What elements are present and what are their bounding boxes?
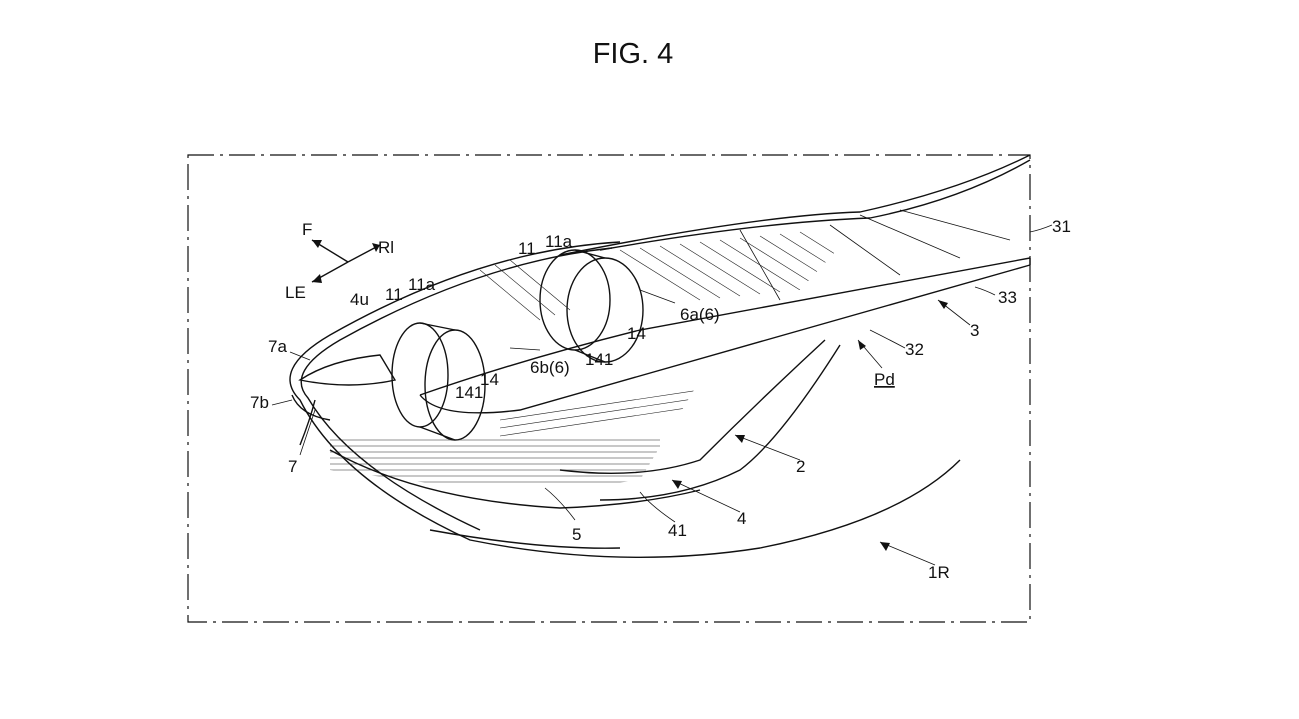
blade-top-sheet: [559, 154, 1031, 256]
figure-title: FIG. 4: [592, 38, 674, 70]
body-4: [599, 344, 841, 501]
roller-left: [391, 322, 486, 441]
hatching-upper: [479, 231, 860, 321]
component-7-curve: [299, 399, 316, 446]
label-33: 33: [998, 288, 1017, 307]
label-11-right: 11: [518, 239, 536, 258]
component-7a: [298, 354, 397, 386]
label-4u: 4u: [350, 290, 369, 309]
body-41: [329, 449, 701, 509]
label-31: 31: [1052, 217, 1071, 236]
body-2: [559, 339, 826, 475]
outer-shell: [289, 241, 961, 558]
leader-lines: [271, 224, 1053, 566]
label-5: 5: [572, 525, 581, 544]
label-4: 4: [737, 509, 746, 528]
label-Rl: Rl: [378, 238, 394, 257]
label-LE: LE: [285, 283, 306, 302]
blade-lower-surface: [419, 264, 1031, 414]
label-11a-left: 11a: [408, 275, 436, 294]
frame-border: [187, 154, 1031, 623]
label-7b: 7b: [250, 393, 269, 412]
label-14-left: 14: [480, 370, 499, 389]
shell-bottom-line: [429, 529, 621, 549]
label-32: 32: [905, 340, 924, 359]
blade-panel-lines: [739, 209, 1011, 301]
label-7: 7: [288, 457, 297, 476]
label-F: F: [302, 220, 312, 239]
hatching-lower: [330, 389, 700, 483]
label-41: 41: [668, 521, 687, 540]
label-11-left: 11: [385, 285, 403, 304]
label-1R: 1R: [928, 563, 950, 582]
label-Pd: Pd: [874, 370, 895, 389]
component-7b: [291, 394, 331, 421]
label-2: 2: [796, 457, 805, 476]
label-3: 3: [970, 321, 979, 340]
label-7a: 7a: [268, 337, 287, 356]
label-141-right: 141: [585, 350, 613, 369]
label-11a-right: 11a: [545, 232, 573, 251]
label-141-left: 141: [455, 383, 483, 402]
roller-right: [539, 249, 644, 363]
label-6a6: 6a(6): [680, 305, 720, 324]
blade-top-sheet-inner: [599, 159, 1031, 251]
direction-arrows: [311, 239, 381, 283]
label-6b6: 6b(6): [530, 358, 570, 377]
label-14-right: 14: [627, 324, 646, 343]
